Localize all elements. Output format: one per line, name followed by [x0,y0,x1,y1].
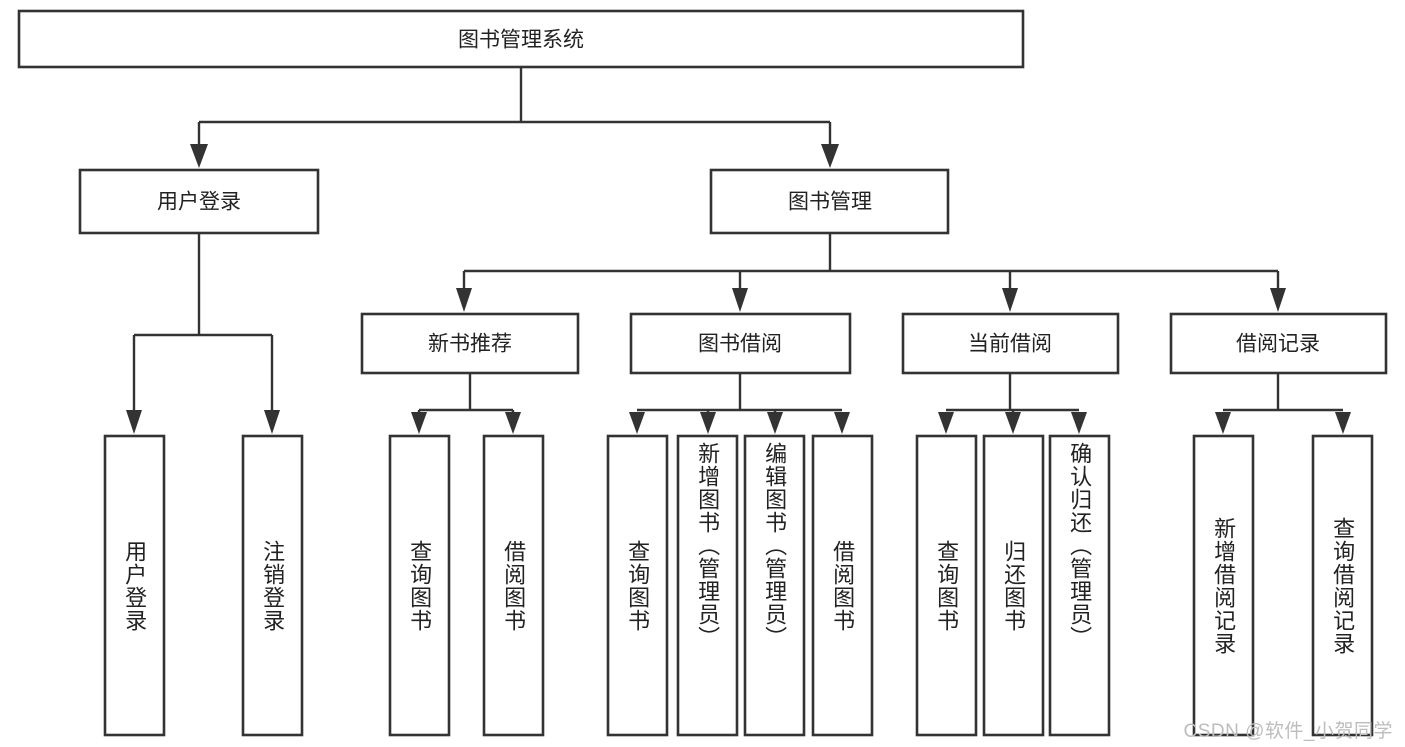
node-borrow-record-box[interactable] [1169,312,1388,375]
connector-group-current-borrow-to-leaves [938,373,1087,434]
arrowhead-leaf-query-book-nbr [411,412,427,434]
arrowhead-new-book-recommend [456,288,472,312]
arrowhead-leaf-logout [264,410,280,434]
node-leaf-logout-box[interactable] [241,434,304,737]
node-leaf-query-book-nbr-box[interactable] [388,434,451,737]
connector-group-borrow-record-to-leaves [1215,373,1351,434]
arrowhead-leaf-borrow-book-bb [834,412,850,434]
node-leaf-add-book-box[interactable] [676,434,739,737]
node-user-login[interactable]: 用户登录 [78,168,320,235]
node-book-borrow-box[interactable] [629,312,852,375]
node-leaf-confirm-return-box[interactable] [1048,434,1111,737]
node-leaf-return-book-box[interactable] [982,434,1045,737]
node-root[interactable]: 图书管理系统 [17,9,1025,69]
node-borrow-record-label: 借阅记录 [1236,333,1320,356]
node-borrow-record[interactable]: 借阅记录 [1169,312,1388,375]
node-current-borrow-box[interactable] [901,312,1120,375]
arrowhead-leaf-add-record [1215,412,1231,434]
arrowhead-leaf-confirm-return [1071,412,1087,434]
node-leaf-edit-book-box[interactable] [743,434,806,737]
node-root-label: 图书管理系统 [458,29,584,52]
connector-group-root-to-level1 [190,67,839,168]
node-leaf-user-login-box[interactable] [103,434,166,737]
node-current-borrow[interactable]: 当前借阅 [901,312,1120,375]
node-leaf-query-record-box[interactable] [1311,434,1374,737]
arrowhead-leaf-borrow-book-nbr [505,412,521,434]
node-leaf-borrow-book-nbr-box[interactable] [482,434,545,737]
node-user-login-label: 用户登录 [157,191,241,214]
node-book-manage-label: 图书管理 [788,191,872,214]
node-book-borrow[interactable]: 图书借阅 [629,312,852,375]
arrowhead-borrow-record [1270,288,1286,312]
node-leaf-query-book-bb-box[interactable] [606,434,669,737]
arrowhead-leaf-query-book-cb [938,412,954,434]
arrowhead-leaf-add-book [700,412,716,434]
arrowhead-leaf-return-book [1005,412,1021,434]
arrowhead-leaf-query-record [1335,412,1351,434]
node-root-box[interactable] [17,9,1025,69]
csdn-watermark: CSDN @软件_小贺同学 [1183,721,1393,742]
arrowhead-leaf-edit-book [767,412,783,434]
node-book-manage-box[interactable] [709,168,950,235]
node-leaf-borrow-book-bb-box[interactable] [811,434,874,737]
arrowhead-user-login [190,144,208,168]
node-new-book-recommend[interactable]: 新书推荐 [360,312,580,375]
arrowhead-book-manage [821,144,839,168]
node-new-book-recommend-box[interactable] [360,312,580,375]
node-current-borrow-label: 当前借阅 [968,333,1052,356]
node-user-login-box[interactable] [78,168,320,235]
arrowhead-leaf-query-book-bb [629,412,645,434]
arrowhead-book-borrow [732,288,748,312]
node-book-manage[interactable]: 图书管理 [709,168,950,235]
node-leaf-add-record-box[interactable] [1192,434,1255,737]
leaf-boxes-group [103,434,1374,737]
connector-group-new-book-recommend-to-leaves [411,373,521,434]
connector-group-book-manage-to-level2 [456,233,1286,312]
arrowhead-leaf-user-login [126,410,142,434]
node-book-borrow-label: 图书借阅 [698,333,782,356]
node-new-book-recommend-label: 新书推荐 [428,333,512,356]
connector-group-user-login-to-leaves [126,233,280,434]
connector-group-book-borrow-to-leaves [629,373,850,434]
node-leaf-query-book-cb-box[interactable] [915,434,978,737]
arrowhead-current-borrow [1002,288,1018,312]
